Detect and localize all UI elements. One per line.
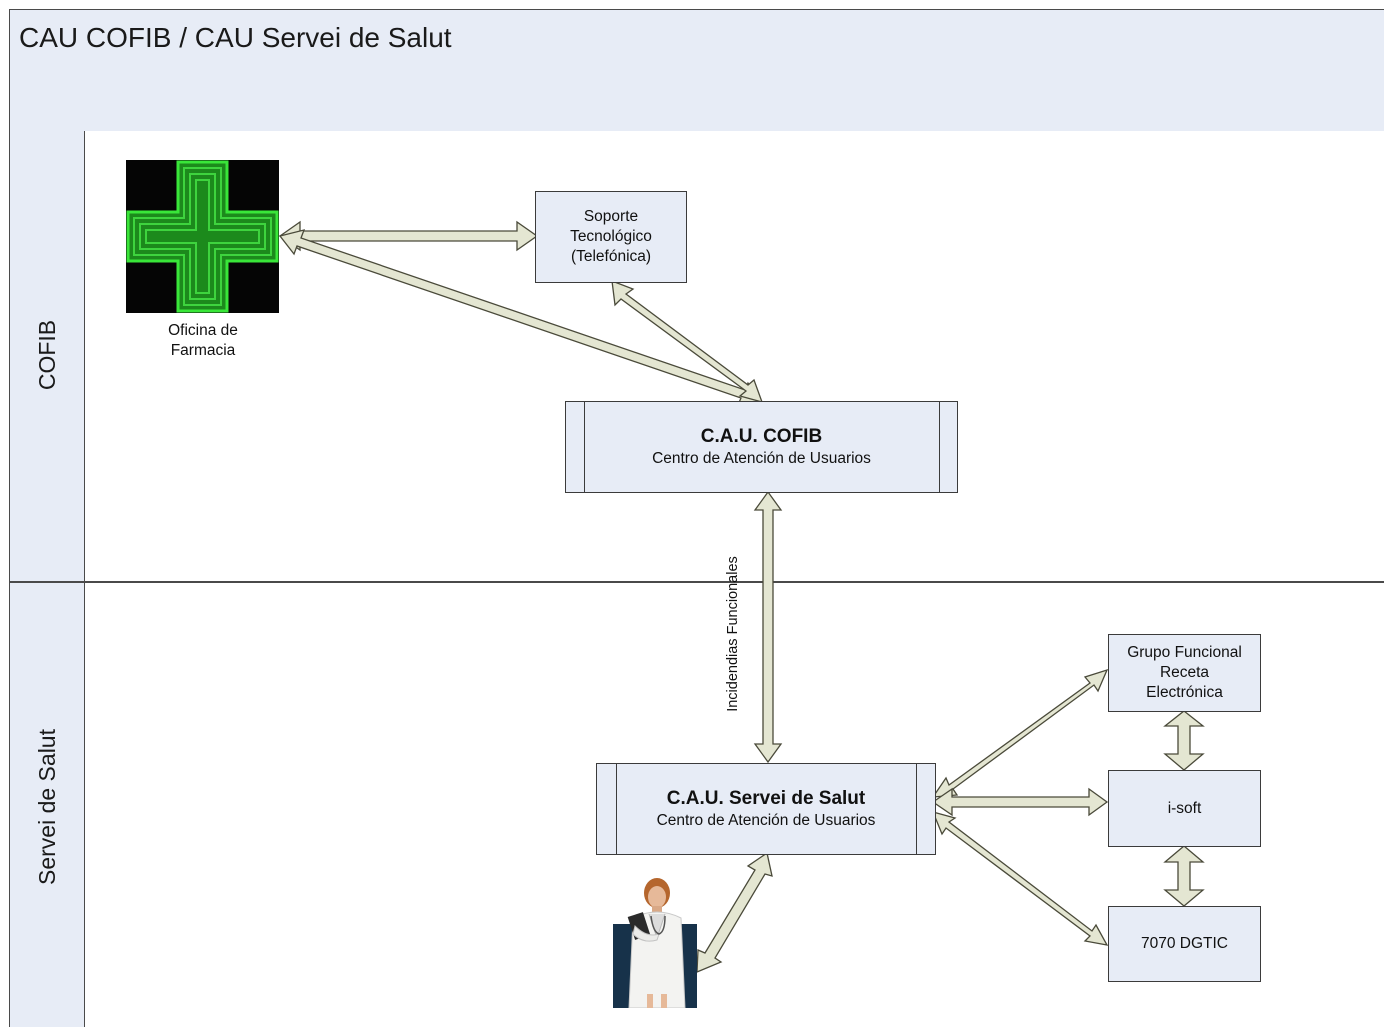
arrow-doctor-servei [696, 851, 773, 973]
pharmacy-label-line1: Oficina de [168, 322, 238, 339]
lane-divider [9, 581, 1384, 583]
grupo-funcional-box: Grupo Funcional Receta Electrónica [1108, 634, 1261, 712]
arrow-grupo-isoft [1163, 710, 1205, 771]
cau-cofib-subtitle: Centro de Atención de Usuarios [652, 450, 871, 467]
soporte-line2: Tecnológico [570, 228, 652, 245]
dgtic-box: 7070 DGTIC [1108, 906, 1261, 982]
diagram-title: CAU COFIB / CAU Servei de Salut [19, 22, 452, 53]
arrow-cofib-servei [753, 490, 783, 764]
cau-servei-subtitle: Centro de Atención de Usuarios [656, 812, 876, 829]
soporte-line3: (Telefónica) [570, 248, 652, 265]
grupo-line1: Grupo Funcional [1127, 644, 1242, 661]
cau-servei-title: C.A.U. Servei de Salut [666, 788, 866, 809]
cau-cofib-box: C.A.U. COFIB Centro de Atención de Usuar… [565, 401, 958, 493]
pharmacy-label-line2: Farmacia [170, 342, 236, 359]
lane-header-column [9, 131, 85, 1027]
edge-label-incidencias: Incidendias Funcionales [725, 556, 741, 712]
doctor-icon [613, 876, 697, 1009]
isoft-box: i-soft [1108, 770, 1261, 847]
isoft-label: i-soft [1167, 799, 1202, 817]
process-bar-left [616, 764, 617, 854]
arrow-pharmacy-cau-cofib [278, 229, 764, 406]
arrow-soporte-cau-cofib [611, 280, 764, 403]
arrow-servei-isoft [931, 787, 1109, 817]
process-bar-right [939, 402, 940, 492]
cau-cofib-title: C.A.U. COFIB [700, 426, 823, 447]
diagram-title-bar: CAU COFIB / CAU Servei de Salut [9, 9, 1384, 71]
pharmacy-label: Oficina de Farmacia [128, 321, 278, 361]
dgtic-label: 7070 DGTIC [1140, 935, 1228, 952]
arrow-isoft-dgtic [1163, 845, 1205, 907]
edge-label-wrap: Incidendias Funcionales [643, 556, 823, 712]
pharmacy-cross-icon [126, 160, 279, 313]
soporte-tecnologico-box: Soporte Tecnológico (Telefónica) [535, 191, 687, 283]
grupo-line3: Electrónica [1146, 684, 1223, 701]
process-bar-right [916, 764, 917, 854]
grupo-line2: Receta [1159, 664, 1210, 681]
process-bar-left [584, 402, 585, 492]
arrow-servei-dgtic [931, 811, 1109, 946]
cau-servei-salut-box: C.A.U. Servei de Salut Centro de Atenció… [596, 763, 936, 855]
arrow-servei-grupo [931, 668, 1109, 798]
lane-body [85, 131, 1384, 1027]
soporte-line1: Soporte [583, 208, 639, 225]
